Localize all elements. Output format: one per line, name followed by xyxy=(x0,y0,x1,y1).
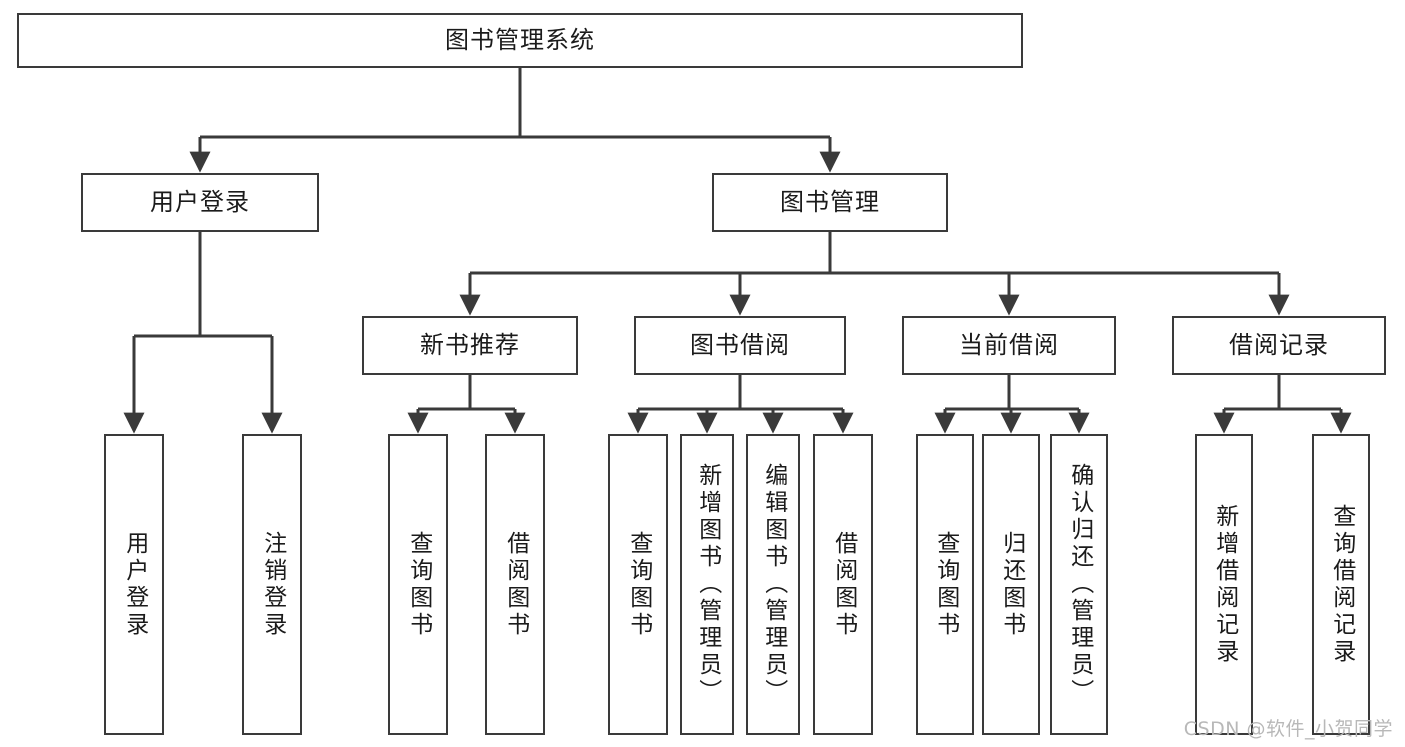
node-leaf-query-book-3[interactable]: 查询图书 xyxy=(916,434,974,735)
node-book-manage[interactable]: 图书管理 xyxy=(712,173,948,232)
node-book-borrow[interactable]: 图书借阅 xyxy=(634,316,846,375)
csdn-watermark: CSDN @软件_小贺同学 xyxy=(1183,718,1393,740)
node-current-borrow[interactable]: 当前借阅 xyxy=(902,316,1116,375)
node-leaf-borrow-book-2[interactable]: 借阅图书 xyxy=(813,434,873,735)
node-leaf-add-book[interactable]: 新增图书（管理员） xyxy=(680,434,734,735)
node-new-book-recommend[interactable]: 新书推荐 xyxy=(362,316,578,375)
node-leaf-borrow-book-1[interactable]: 借阅图书 xyxy=(485,434,545,735)
node-leaf-return-book[interactable]: 归还图书 xyxy=(982,434,1040,735)
node-leaf-query-book-2[interactable]: 查询图书 xyxy=(608,434,668,735)
node-leaf-query-record[interactable]: 查询借阅记录 xyxy=(1312,434,1370,735)
node-root[interactable]: 图书管理系统 xyxy=(17,13,1023,68)
node-leaf-add-record[interactable]: 新增借阅记录 xyxy=(1195,434,1253,735)
node-leaf-edit-book[interactable]: 编辑图书（管理员） xyxy=(746,434,800,735)
node-leaf-query-book-1[interactable]: 查询图书 xyxy=(388,434,448,735)
node-leaf-confirm-return[interactable]: 确认归还（管理员） xyxy=(1050,434,1108,735)
node-leaf-user-login[interactable]: 用户登录 xyxy=(104,434,164,735)
node-leaf-user-logout[interactable]: 注销登录 xyxy=(242,434,302,735)
node-user-login[interactable]: 用户登录 xyxy=(81,173,319,232)
node-borrow-record[interactable]: 借阅记录 xyxy=(1172,316,1386,375)
